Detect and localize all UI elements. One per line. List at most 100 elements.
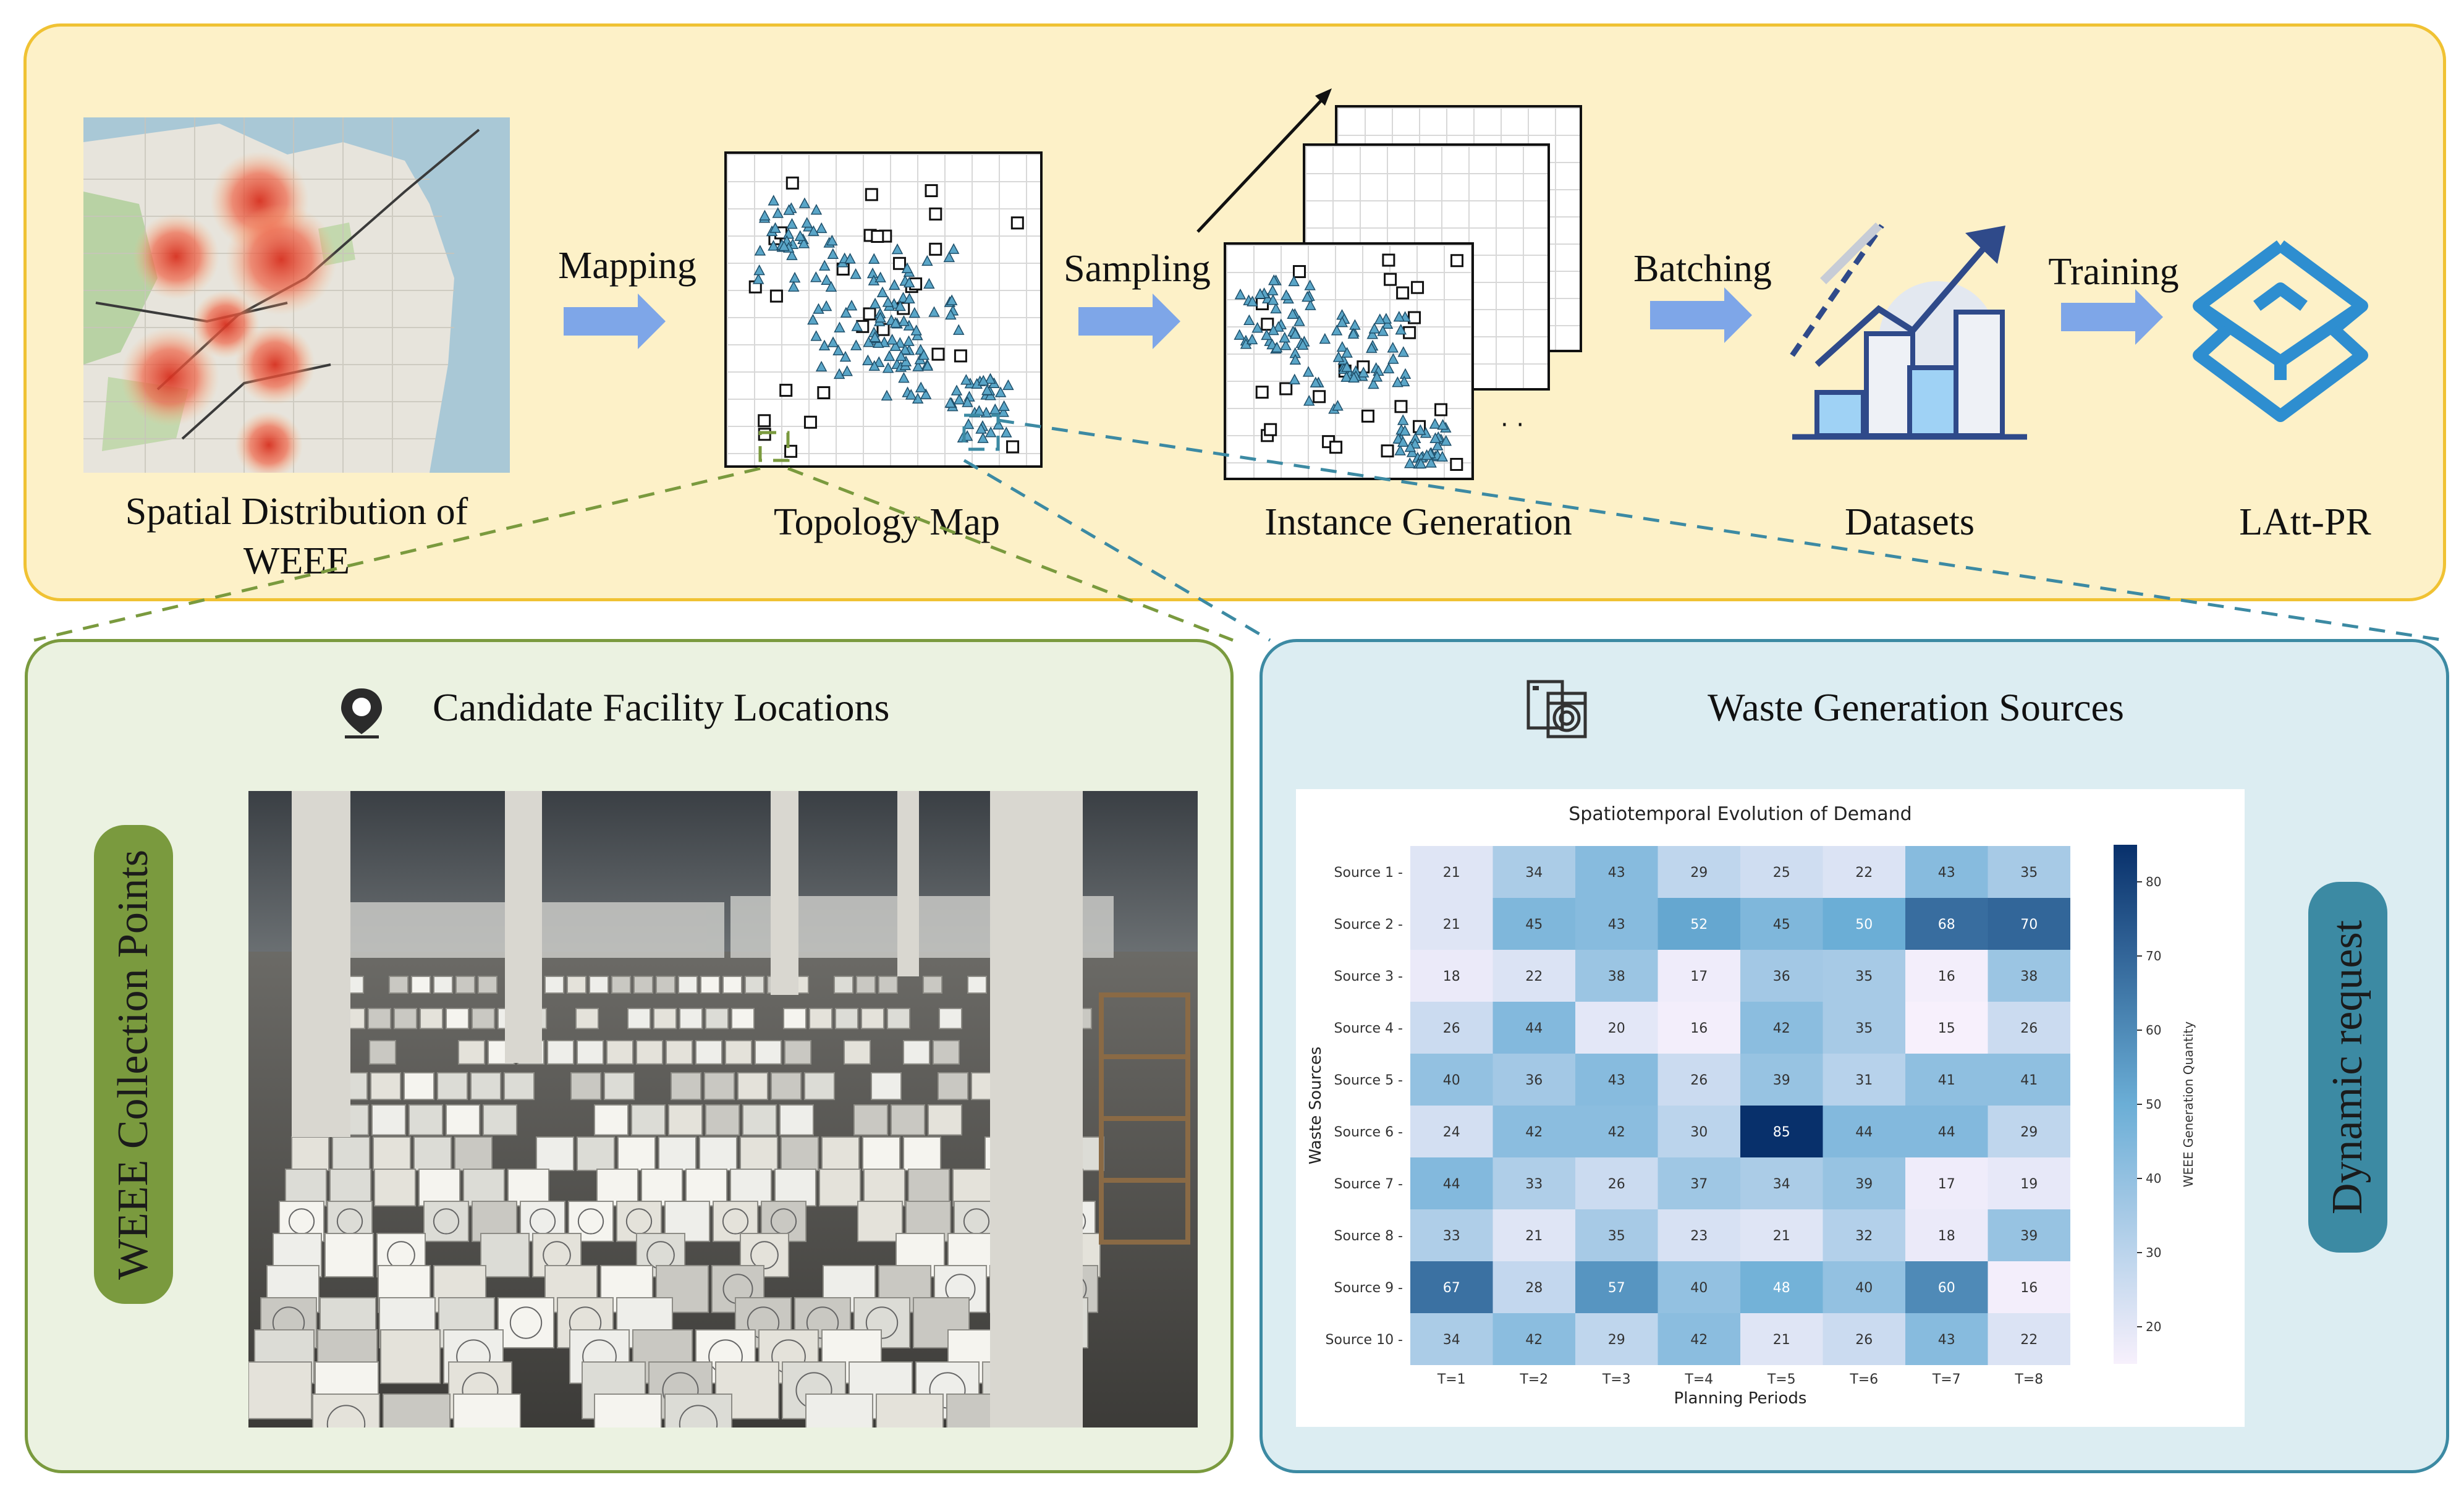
appliance-box — [463, 1169, 505, 1207]
heatmap-cell — [1905, 1054, 1988, 1106]
source-triangle — [984, 426, 997, 438]
heatmap-cell — [1905, 1157, 1988, 1209]
source-triangle — [789, 271, 801, 283]
source-triangle — [768, 195, 779, 206]
caption-datasets: Datasets — [1844, 501, 1975, 543]
instance-points — [1234, 253, 1464, 471]
appliance-box — [666, 1040, 693, 1065]
heatmap-cell-value: 43 — [1938, 865, 1955, 881]
heatmap-x-tick: T=6 — [1849, 1372, 1878, 1387]
source-triangle — [1371, 371, 1383, 382]
appliance-box — [804, 1072, 835, 1101]
heatmap-cell-value: 42 — [1525, 1125, 1543, 1140]
heatmap-cell-value: 33 — [1443, 1229, 1460, 1244]
heatmap-cell-value: 48 — [1773, 1280, 1790, 1296]
appliance-box — [478, 976, 497, 994]
heatmap-cell — [1988, 846, 2070, 898]
appliance-box — [633, 976, 653, 994]
colorbar-label: WEEE Generation Quantity — [2181, 1021, 2196, 1188]
dataset-chart-icon — [1790, 222, 2027, 440]
source-triangle — [1397, 436, 1409, 447]
source-triangle — [1267, 284, 1279, 295]
heatmap-cell — [1988, 1106, 2070, 1157]
heatmap-cell — [1823, 1157, 1905, 1209]
appliance-box — [668, 1104, 703, 1136]
source-triangle — [1429, 418, 1441, 429]
heatmap-cell-value: 40 — [1855, 1280, 1873, 1296]
appliance-box — [312, 1394, 380, 1427]
heatmap-cell-value: 42 — [1773, 1021, 1790, 1036]
appliance-box — [887, 1008, 910, 1030]
source-triangle — [869, 297, 881, 309]
appliance-box — [483, 1104, 517, 1136]
source-triangle — [1368, 378, 1379, 389]
heatmap-cell-value: 28 — [1525, 1280, 1543, 1296]
source-triangle — [1287, 308, 1298, 319]
source-triangle — [827, 336, 839, 347]
appliance-box — [809, 1008, 832, 1030]
heatmap-cell-value: 42 — [1608, 1125, 1625, 1140]
facility-square — [1408, 311, 1421, 324]
source-triangle — [1310, 376, 1322, 387]
appliance-box — [369, 1040, 396, 1065]
source-triangle — [943, 251, 955, 263]
heatmap-cell — [1988, 898, 2070, 950]
source-triangle — [1254, 288, 1266, 299]
heatmap-cell-value: 26 — [1855, 1332, 1873, 1348]
appliance-box — [437, 1072, 468, 1101]
source-triangle — [1331, 324, 1343, 336]
appliance-box — [567, 976, 586, 994]
appliance-box — [404, 1072, 434, 1101]
appliance-door — [679, 1405, 718, 1427]
source-triangle — [1002, 379, 1014, 391]
source-triangle — [768, 240, 779, 251]
appliance-box — [446, 1008, 469, 1030]
source-triangle — [881, 389, 893, 401]
source-triangle — [928, 306, 940, 317]
appliance-box — [856, 976, 876, 994]
source-triangle — [945, 308, 957, 320]
source-triangle — [869, 331, 881, 342]
heatmap-cell — [1823, 950, 1905, 1002]
source-triangle — [923, 277, 935, 289]
heatmap-y-tick: Source 10 - — [1326, 1332, 1403, 1348]
heatmap-cell-value: 19 — [2020, 1177, 2038, 1192]
heatmap-cell-value: 44 — [1525, 1021, 1543, 1036]
appliance-box — [862, 1136, 900, 1171]
colorbar-tick-label: 50 — [2146, 1097, 2161, 1112]
heatmap-cell — [1740, 1054, 1823, 1106]
appliance-box — [861, 1008, 884, 1030]
heatmap-cell — [1575, 846, 1658, 898]
heatmap-cell-value: 26 — [1608, 1177, 1625, 1192]
heatmap-cell — [1988, 1054, 2070, 1106]
appliance-box — [454, 1136, 493, 1171]
source-triangle — [1387, 353, 1399, 364]
appliance-box — [783, 1008, 807, 1030]
heatmap-cell-value: 29 — [2020, 1125, 2038, 1140]
warehouse-illustration — [248, 791, 1198, 1427]
source-triangle — [825, 281, 837, 292]
appliance-box — [324, 1233, 374, 1278]
appliance-box — [371, 1104, 406, 1136]
appliance-box — [380, 1329, 441, 1384]
heatmap-cell — [1492, 898, 1575, 950]
source-triangle — [1268, 274, 1280, 285]
heatmap-cell-value: 43 — [1608, 917, 1625, 933]
heatmap-y-tick: Source 9 - — [1334, 1280, 1403, 1296]
appliance-box — [611, 976, 631, 994]
heatmap-cell-value: 39 — [2020, 1229, 2038, 1244]
source-triangle — [900, 355, 912, 366]
appliance-door — [722, 1208, 749, 1235]
heatmap-cell — [1740, 898, 1823, 950]
right-panel-title: Waste Generation Sources — [1708, 685, 2124, 729]
heatmap-x-tick: T=5 — [1767, 1372, 1796, 1387]
source-triangle — [1393, 311, 1405, 322]
source-triangle — [994, 386, 1007, 397]
source-triangle — [908, 307, 921, 318]
heatmap-cell — [1905, 1313, 1988, 1365]
heatmap-cell-value: 36 — [1525, 1073, 1543, 1088]
source-triangle — [1336, 316, 1348, 328]
appliance-door — [509, 1306, 543, 1339]
facility-square — [1396, 286, 1410, 300]
